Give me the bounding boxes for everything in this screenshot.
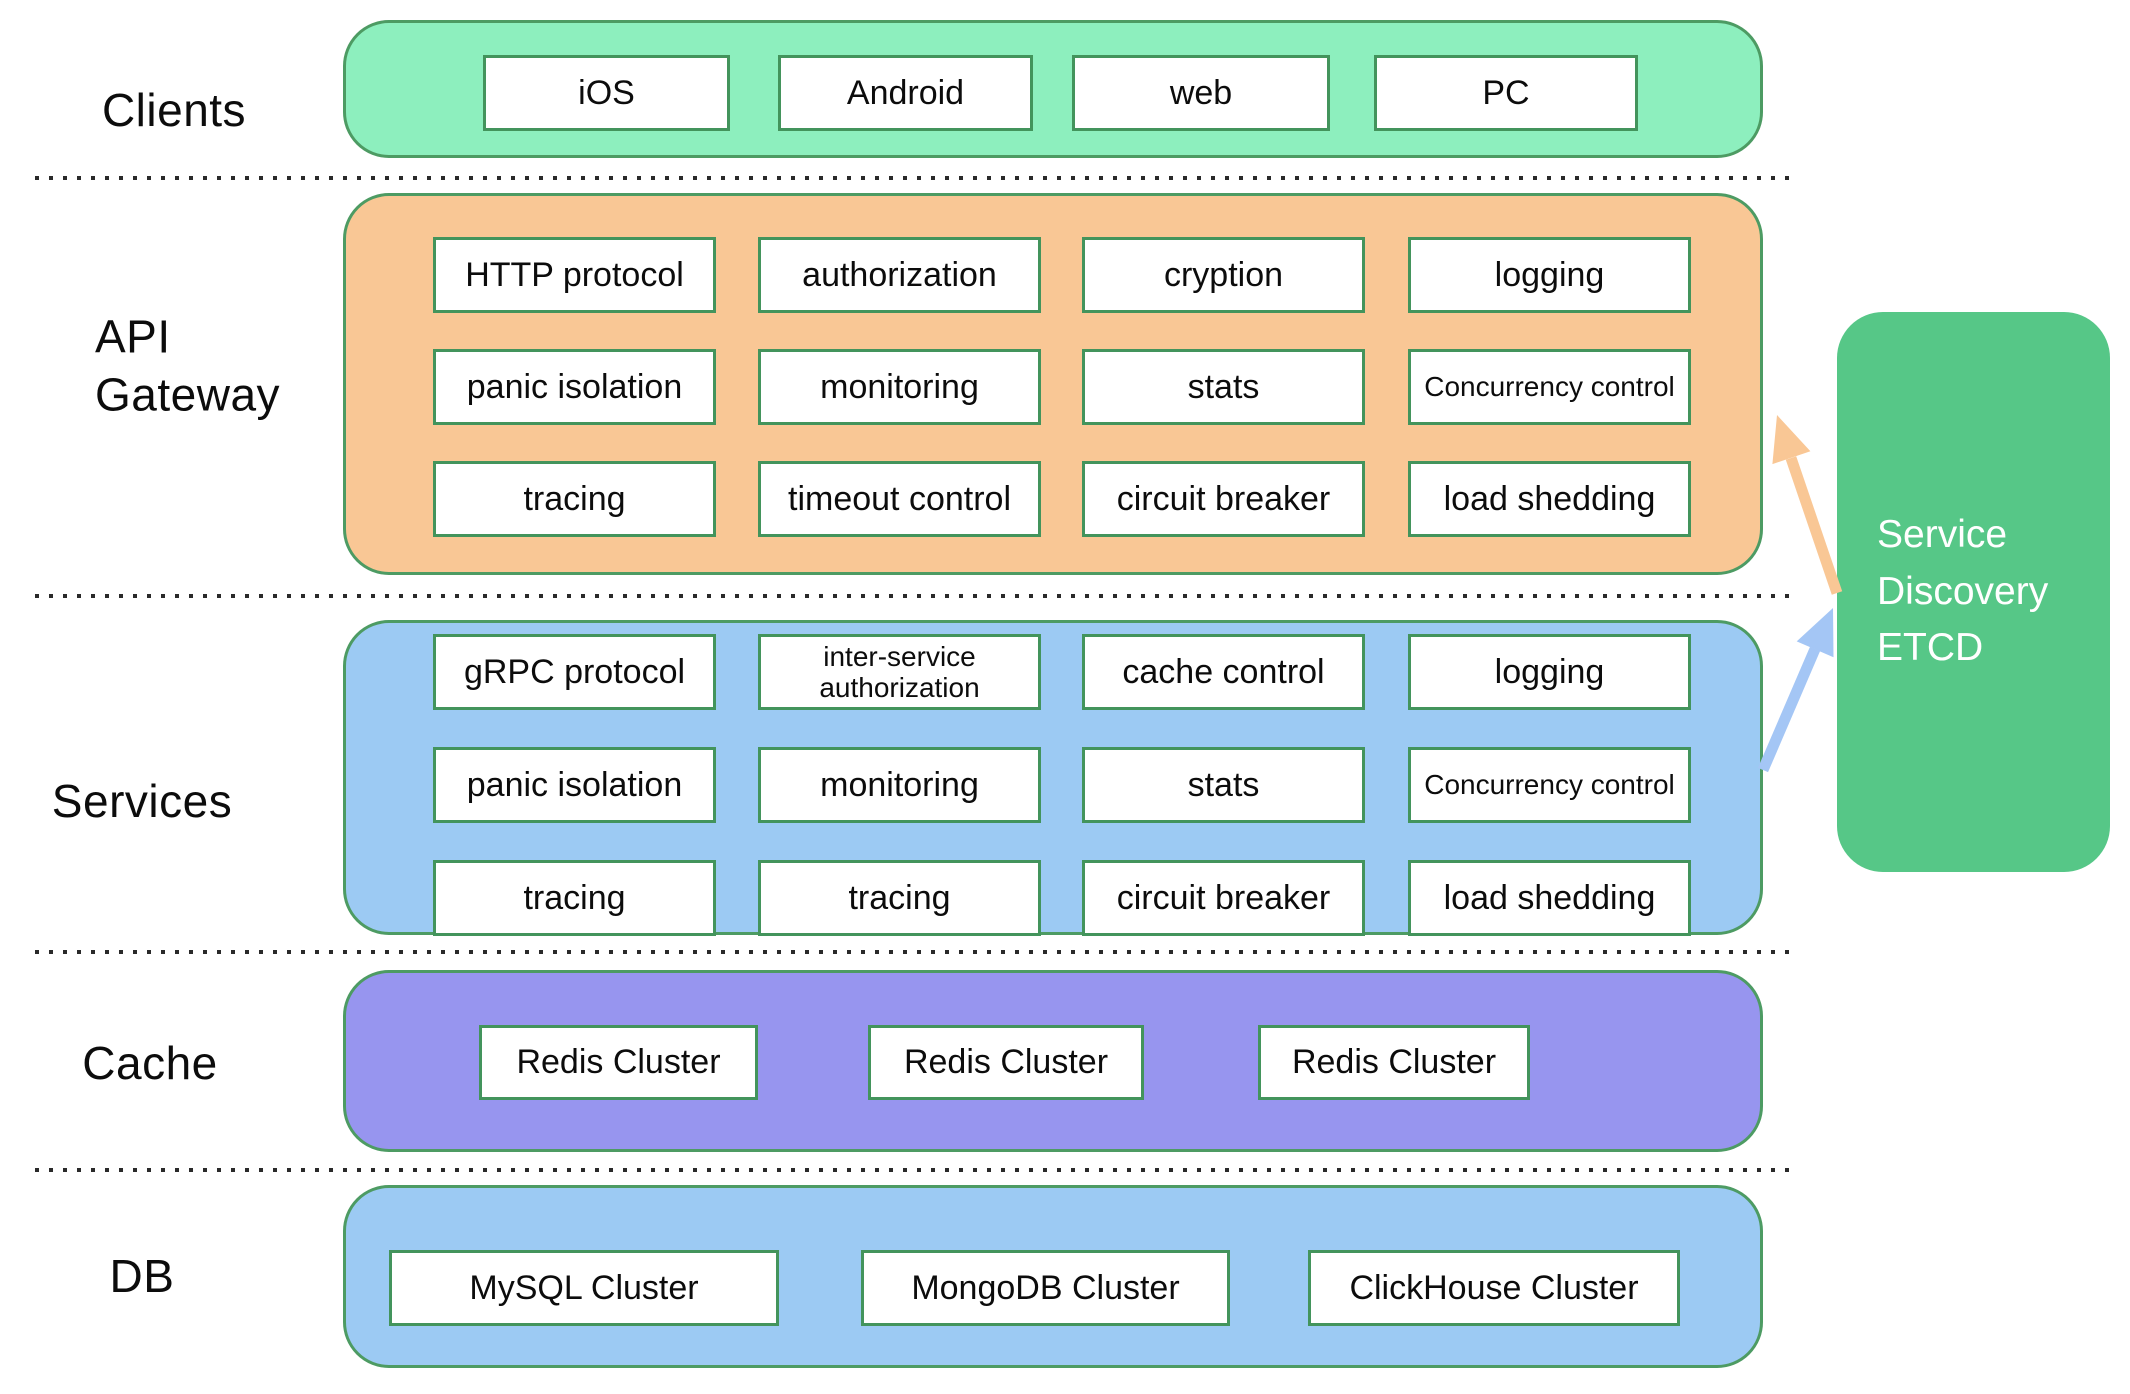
box-circuit-breaker: circuit breaker bbox=[1082, 860, 1365, 936]
box-stats: stats bbox=[1082, 747, 1365, 823]
box-panic-isolation: panic isolation bbox=[433, 349, 716, 425]
box-load-shedding: load shedding bbox=[1408, 461, 1691, 537]
separator-line bbox=[35, 176, 1790, 180]
box-monitoring: monitoring bbox=[758, 349, 1041, 425]
box-clickhouse-cluster: ClickHouse Cluster bbox=[1308, 1250, 1680, 1326]
box-cryption: cryption bbox=[1082, 237, 1365, 313]
box-pc: PC bbox=[1374, 55, 1638, 131]
box-redis-cluster: Redis Cluster bbox=[1258, 1025, 1530, 1100]
box-cache-control: cache control bbox=[1082, 634, 1365, 710]
box-inter-service-authorization: inter-service authorization bbox=[758, 634, 1041, 710]
box-redis-cluster: Redis Cluster bbox=[479, 1025, 758, 1100]
separator-line bbox=[35, 950, 1790, 954]
box-monitoring: monitoring bbox=[758, 747, 1041, 823]
cache-band: Redis Cluster Redis Cluster Redis Cluste… bbox=[343, 970, 1763, 1152]
arrow-etcd-to-api-gateway bbox=[1772, 415, 1843, 595]
api-gateway-band: HTTP protocol authorization cryption log… bbox=[343, 193, 1763, 575]
box-redis-cluster: Redis Cluster bbox=[868, 1025, 1144, 1100]
service-discovery-etcd-box: Service Discovery ETCD bbox=[1837, 312, 2110, 872]
box-mongodb-cluster: MongoDB Cluster bbox=[861, 1250, 1230, 1326]
arrow-services-to-etcd bbox=[1757, 608, 1834, 773]
separator-line bbox=[35, 594, 1790, 598]
layer-label-cache: Cache bbox=[82, 1037, 218, 1089]
box-logging: logging bbox=[1408, 634, 1691, 710]
box-tracing: tracing bbox=[758, 860, 1041, 936]
box-mysql-cluster: MySQL Cluster bbox=[389, 1250, 779, 1326]
layer-label-db: DB bbox=[109, 1250, 175, 1302]
box-panic-isolation: panic isolation bbox=[433, 747, 716, 823]
layer-label-services: Services bbox=[51, 775, 233, 827]
layer-label-api-gateway: API Gateway bbox=[95, 310, 281, 421]
services-band: gRPC protocol inter-service authorizatio… bbox=[343, 620, 1763, 936]
box-tracing: tracing bbox=[433, 860, 716, 936]
box-stats: stats bbox=[1082, 349, 1365, 425]
db-band: MySQL Cluster MongoDB Cluster ClickHouse… bbox=[343, 1185, 1763, 1368]
box-authorization: authorization bbox=[758, 237, 1041, 313]
box-load-shedding: load shedding bbox=[1408, 860, 1691, 936]
box-timeout-control: timeout control bbox=[758, 461, 1041, 537]
box-concurrency-control: Concurrency control bbox=[1408, 349, 1691, 425]
separator-line bbox=[35, 1168, 1790, 1172]
service-discovery-etcd-label: Service Discovery ETCD bbox=[1877, 513, 2049, 670]
box-circuit-breaker: circuit breaker bbox=[1082, 461, 1365, 537]
box-http-protocol: HTTP protocol bbox=[433, 237, 716, 313]
clients-band: iOS Android web PC bbox=[343, 20, 1763, 158]
box-ios: iOS bbox=[483, 55, 730, 131]
box-logging: logging bbox=[1408, 237, 1691, 313]
box-web: web bbox=[1072, 55, 1330, 131]
layer-label-clients: Clients bbox=[101, 84, 247, 136]
box-grpc-protocol: gRPC protocol bbox=[433, 634, 716, 710]
box-tracing: tracing bbox=[433, 461, 716, 537]
box-android: Android bbox=[778, 55, 1033, 131]
box-concurrency-control: Concurrency control bbox=[1408, 747, 1691, 823]
